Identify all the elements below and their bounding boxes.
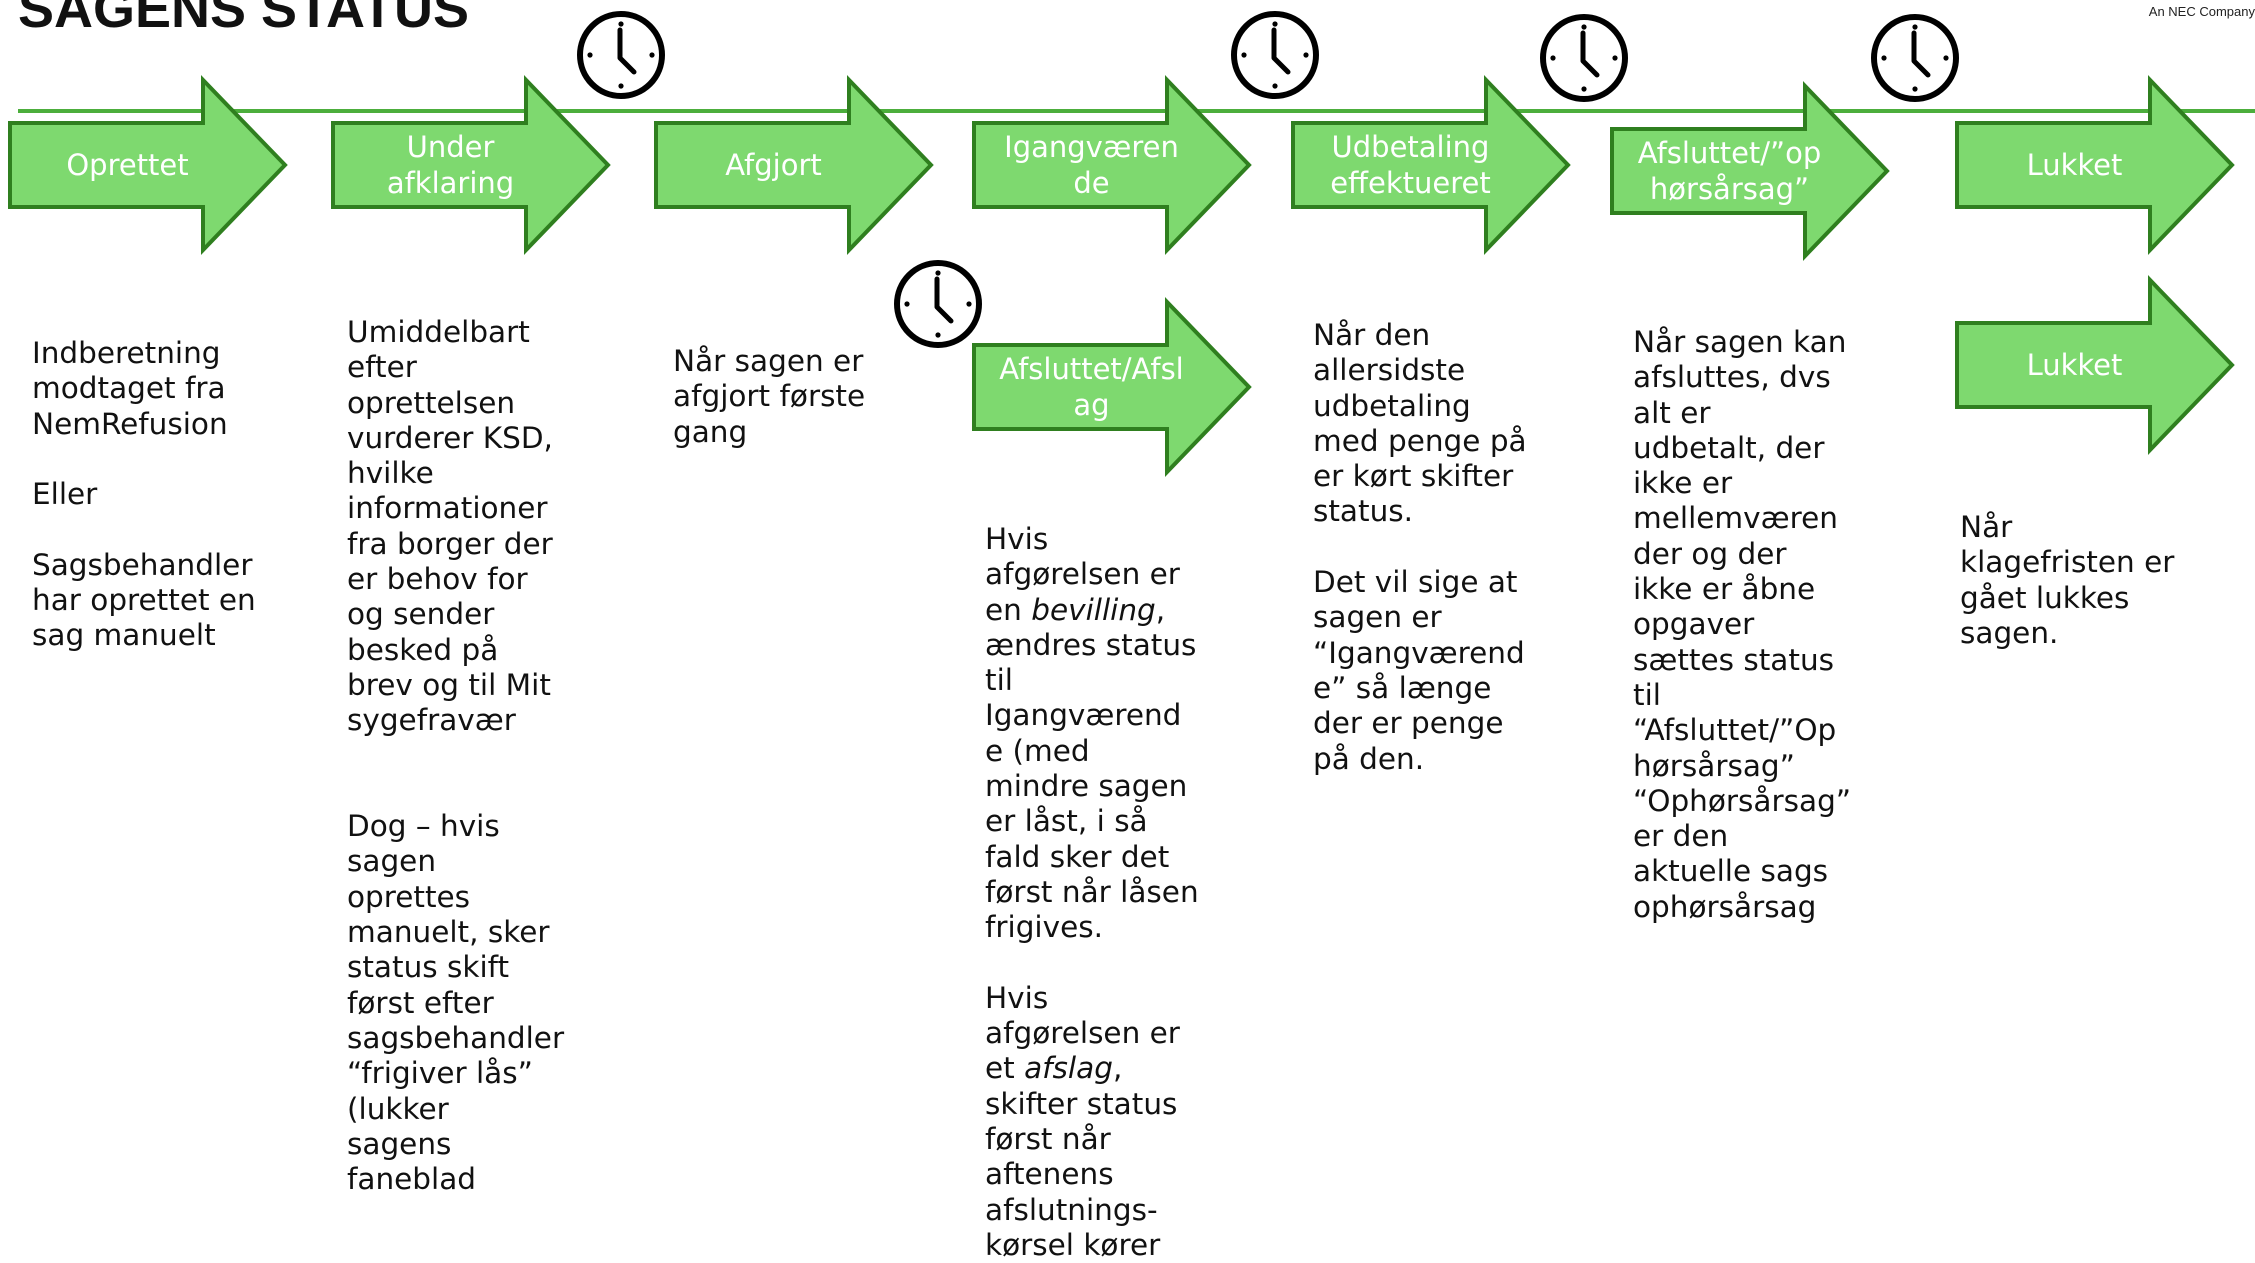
clock-icon	[1540, 14, 1628, 102]
clock-icon	[577, 11, 665, 99]
description-lukket: Når klagefristen er gået lukkes sagen.	[1960, 510, 2174, 651]
description-afsluttet-afslag: Hvis afgørelsen er en bevilling, ændres …	[985, 522, 1199, 1263]
status-lukket-top-label: Lukket	[2026, 148, 2123, 182]
status-oprettet-label: Oprettet	[66, 148, 189, 182]
arrow-afsluttet-ophoer	[1610, 81, 1890, 261]
arrow-udbetaling	[1291, 75, 1571, 255]
clock-icon	[894, 260, 982, 348]
arrow-afsluttet-afslag	[972, 297, 1252, 477]
description-afsluttet-ophoer: Når sagen kan afsluttes, dvs alt er udbe…	[1633, 325, 1851, 925]
arrow-under-afklaring	[331, 75, 611, 255]
status-lukket-bottom-label: Lukket	[2026, 348, 2123, 382]
arrow-lukket-top	[1955, 75, 2235, 255]
clock-icon	[1231, 11, 1319, 99]
description-oprettet-p2: Eller	[32, 477, 98, 512]
page-title: SAGENS STATUS	[18, 0, 470, 39]
description-oprettet-p3: Sagsbehandler har oprettet en sag manuel…	[32, 547, 256, 653]
description-under-afklaring: Umiddelbart efter oprettelsen vurderer K…	[347, 315, 564, 1197]
description-afsluttet-afslag-p2: Hvis afgørelsen er et afslag, skifter st…	[985, 980, 1180, 1262]
description-afgjort: Når sagen er afgjort første gang	[673, 344, 865, 450]
description-lukket-p1: Når klagefristen er gået lukkes sagen.	[1960, 510, 2175, 650]
arrow-lukket-bottom	[1955, 275, 2235, 455]
description-afsluttet-ophoer-p1: Når sagen kan afsluttes, dvs alt er udbe…	[1633, 325, 1852, 924]
arrow-afgjort	[654, 75, 934, 255]
brand-text: An NEC Company	[2148, 4, 2255, 19]
clock-icon	[1871, 14, 1959, 102]
description-udbetaling-p2: Det vil sige at sagen er “Igangværend e”…	[1313, 565, 1525, 776]
description-udbetaling: Når den allersidste udbetaling med penge…	[1313, 318, 1527, 777]
description-oprettet-p1: Indberetning modtaget fra NemRefusion	[32, 336, 228, 441]
description-oprettet: Indberetning modtaget fra NemRefusion El…	[32, 336, 256, 654]
description-under-afklaring-p2: Dog – hvis sagen oprettes manuelt, sker …	[347, 809, 565, 1197]
arrow-oprettet	[8, 75, 288, 255]
arrow-igangvaerende	[972, 75, 1252, 255]
status-afgjort-label: Afgjort	[725, 148, 822, 182]
description-under-afklaring-p1: Umiddelbart efter oprettelsen vurderer K…	[347, 315, 553, 738]
description-afsluttet-afslag-p1: Hvis afgørelsen er en bevilling, ændres …	[985, 522, 1199, 945]
description-afgjort-p1: Når sagen er afgjort første gang	[673, 344, 866, 449]
description-udbetaling-p1: Når den allersidste udbetaling med penge…	[1313, 318, 1527, 529]
